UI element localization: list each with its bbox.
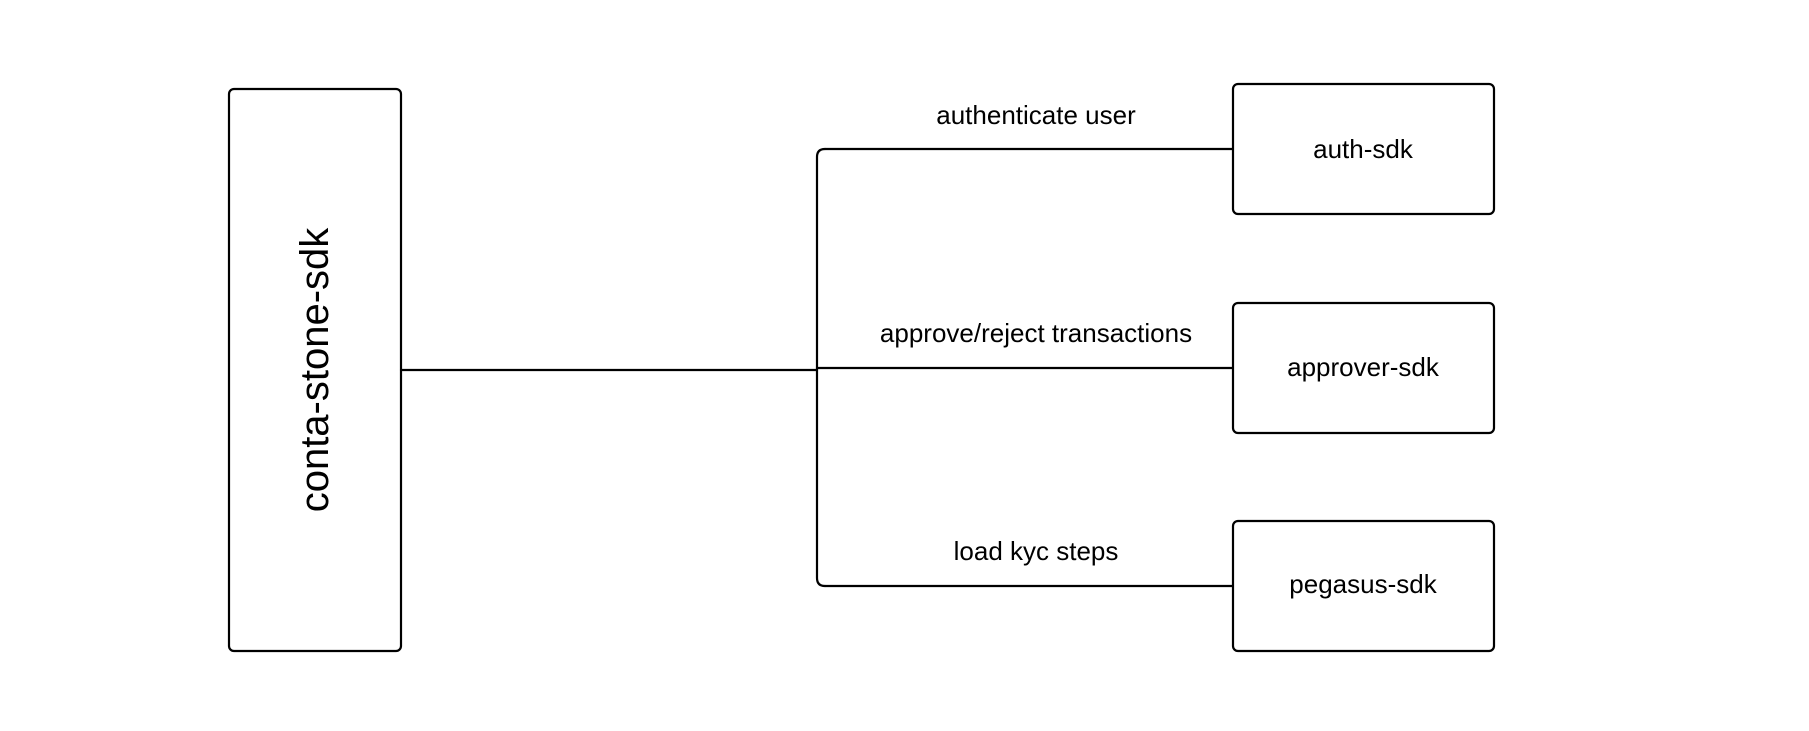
edge-label-authenticate-user: authenticate user bbox=[936, 100, 1136, 130]
node-auth-sdk-box bbox=[1231, 82, 1496, 216]
main-node[interactable]: conta-stone-sdk bbox=[227, 87, 403, 653]
node-pegasus-sdk-box bbox=[1231, 519, 1496, 653]
edge-label-load-kyc: load kyc steps bbox=[954, 536, 1119, 566]
node-approver-sdk-label: approver-sdk bbox=[1287, 352, 1440, 382]
connectors bbox=[399, 147, 1235, 588]
node-pegasus-sdk-label: pegasus-sdk bbox=[1289, 569, 1437, 599]
node-auth-sdk[interactable]: auth-sdk bbox=[1231, 82, 1496, 216]
node-approver-sdk-box bbox=[1231, 301, 1496, 435]
main-node-label: conta-stone-sdk bbox=[293, 227, 337, 513]
node-pegasus-sdk[interactable]: pegasus-sdk bbox=[1231, 519, 1496, 653]
node-approver-sdk[interactable]: approver-sdk bbox=[1231, 301, 1496, 435]
node-auth-sdk-label: auth-sdk bbox=[1313, 134, 1414, 164]
edge-label-approve-reject: approve/reject transactions bbox=[880, 318, 1192, 348]
